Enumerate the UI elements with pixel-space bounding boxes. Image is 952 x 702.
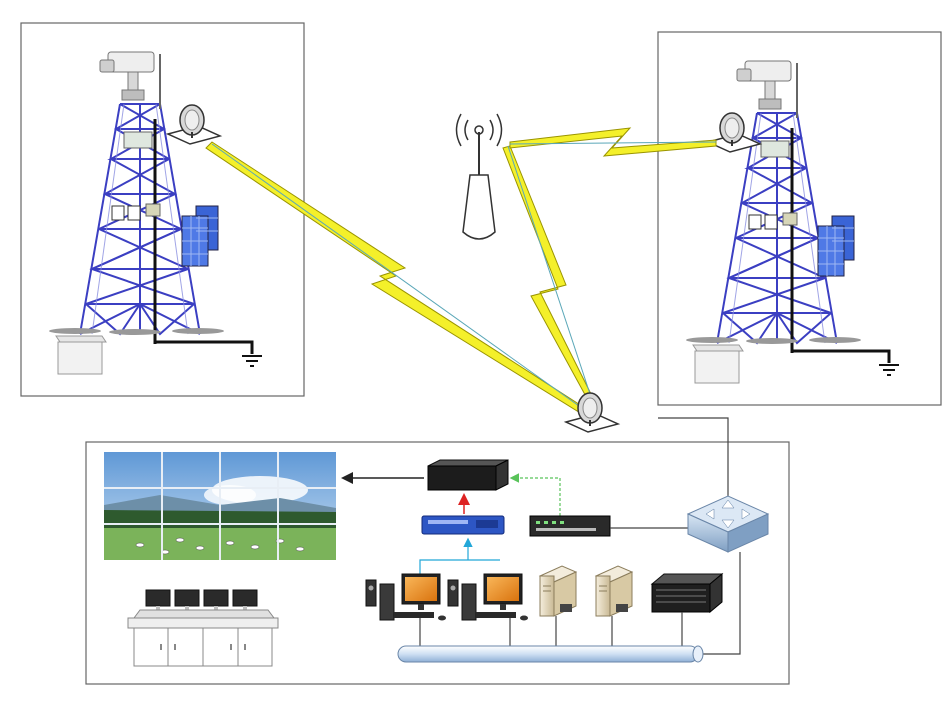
- bus-drop-cables: [419, 612, 683, 648]
- control-desk-icon: [127, 589, 279, 667]
- dvr-icon: [529, 515, 611, 537]
- green-signal-arrow: [509, 473, 561, 516]
- storage-array-icon: [650, 572, 724, 614]
- video-wall-icon: [104, 452, 336, 560]
- cyan-signal-arrows: [419, 537, 500, 578]
- network-bus-icon: [397, 645, 704, 663]
- tower-site-right: [657, 31, 942, 406]
- switch-bus-cable: [700, 552, 741, 655]
- server-icon: [539, 565, 577, 617]
- tower-site-left: [20, 22, 305, 397]
- server-icon: [595, 565, 633, 617]
- dish-antenna-icon: [565, 392, 619, 433]
- uplink-cable: [658, 417, 729, 500]
- network-switch-icon: [686, 495, 770, 553]
- decoder-icon: [427, 459, 509, 491]
- wireless-antenna-icon: [455, 113, 503, 240]
- matrix-switch-icon: [421, 515, 505, 535]
